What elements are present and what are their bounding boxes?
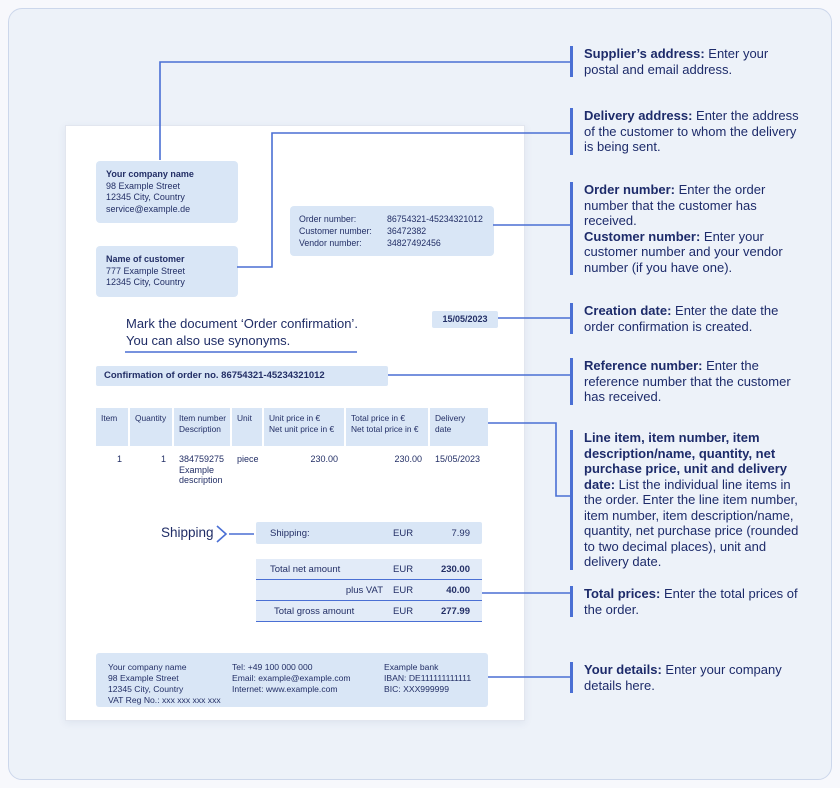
totals-block: Total net amount EUR 230.00 plus VAT EUR…: [256, 559, 482, 622]
vendor-number-row: Vendor number: 34827492456: [299, 237, 485, 249]
header-total-price: Total price in € Net total price in €: [346, 408, 428, 446]
annotation-creation-date: Creation date: Enter the date the order …: [570, 303, 800, 334]
customer-number-row: Customer number: 36472382: [299, 225, 485, 237]
header-item-number: Item number Description: [174, 408, 230, 446]
supplier-address-block: Your company name 98 Example Street 1234…: [96, 161, 238, 223]
cell-total-price: 230.00: [394, 454, 422, 464]
shipping-value: 7.99: [451, 527, 471, 539]
header-unit-price: Unit price in € Net unit price in €: [264, 408, 344, 446]
vendor-number-value: 34827492456: [387, 238, 441, 248]
header-unit: Unit: [232, 408, 262, 446]
annotation-suppliers-address: Supplier’s address: Enter your postal an…: [570, 46, 800, 77]
header-delivery-date: Delivery date: [430, 408, 488, 446]
customer-number-label: Customer number:: [299, 226, 372, 236]
vat-row: plus VAT EUR 40.00: [256, 580, 482, 601]
customer-address-block: Name of customer 777 Example Street 1234…: [96, 246, 238, 297]
supplier-city: 12345 City, Country: [106, 192, 185, 202]
footer-bank-column: Example bank IBAN: DE111111111111 BIC: X…: [384, 662, 472, 694]
annotation-line-items: Line item, item number, item description…: [570, 430, 800, 570]
order-number-row: Order number: 86754321-45234321012: [299, 213, 485, 225]
customer-name: Name of customer: [106, 254, 185, 264]
annotation-order-customer-number: Order number: Enter the order number tha…: [570, 182, 800, 275]
header-quantity: Quantity: [130, 408, 172, 446]
shipping-label: Shipping: [161, 525, 214, 540]
cell-unit-price: 230.00: [310, 454, 338, 464]
order-number-value: 86754321-45234321012: [387, 214, 483, 224]
mark-note-line1: Mark the document ‘Order confirmation’.: [126, 316, 358, 331]
cell-item: 1: [116, 454, 122, 464]
order-number-label: Order number:: [299, 214, 357, 224]
order-info-block: Order number: 86754321-45234321012 Custo…: [290, 206, 494, 256]
shipping-row-label: Shipping:: [270, 527, 310, 539]
confirmation-line: Confirmation of order no. 86754321-45234…: [96, 366, 388, 386]
table-row: 1 1 384759275 Example description piece …: [96, 446, 488, 486]
customer-street: 777 Example Street: [106, 265, 186, 276]
supplier-name: Your company name: [106, 169, 194, 179]
annotation-your-details: Your details: Enter your company details…: [570, 662, 800, 693]
annotation-reference-number: Reference number: Enter the reference nu…: [570, 358, 800, 405]
total-gross-row: Total gross amount EUR 277.99: [256, 601, 482, 622]
creation-date-badge: 15/05/2023: [432, 311, 498, 328]
header-item: Item: [96, 408, 128, 446]
footer-company-column: Your company name 98 Example Street 1234…: [108, 662, 221, 705]
cell-item-number: 384759275 Example description: [179, 454, 225, 485]
mark-note-line2: You can also use synonyms.: [126, 333, 291, 348]
shipping-row: Shipping: EUR 7.99: [256, 522, 482, 544]
vendor-number-label: Vendor number:: [299, 238, 362, 248]
line-items-table: Item Quantity Item number Description Un…: [96, 408, 488, 486]
customer-number-value: 36472382: [387, 226, 427, 236]
shipping-currency: EUR: [393, 527, 414, 539]
supplier-street: 98 Example Street: [106, 180, 181, 191]
annotation-total-prices: Total prices: Enter the total prices of …: [570, 586, 800, 617]
cell-unit: piece: [237, 454, 259, 464]
footer-details-block: Your company name 98 Example Street 1234…: [96, 653, 488, 707]
supplier-email: service@example.de: [106, 203, 191, 214]
total-net-row: Total net amount EUR 230.00: [256, 559, 482, 580]
cell-delivery-date: 15/05/2023: [435, 454, 481, 464]
annotation-delivery-address: Delivery address: Enter the address of t…: [570, 108, 800, 155]
customer-city: 12345 City, Country: [106, 277, 185, 287]
footer-contact-column: Tel: +49 100 000 000 Email: example@exam…: [232, 662, 351, 694]
table-header-row: Item Quantity Item number Description Un…: [96, 408, 488, 446]
mark-note: Mark the document ‘Order confirmation’. …: [126, 315, 358, 349]
document-preview: Your company name 98 Example Street 1234…: [65, 125, 525, 721]
cell-quantity: 1: [160, 454, 166, 464]
